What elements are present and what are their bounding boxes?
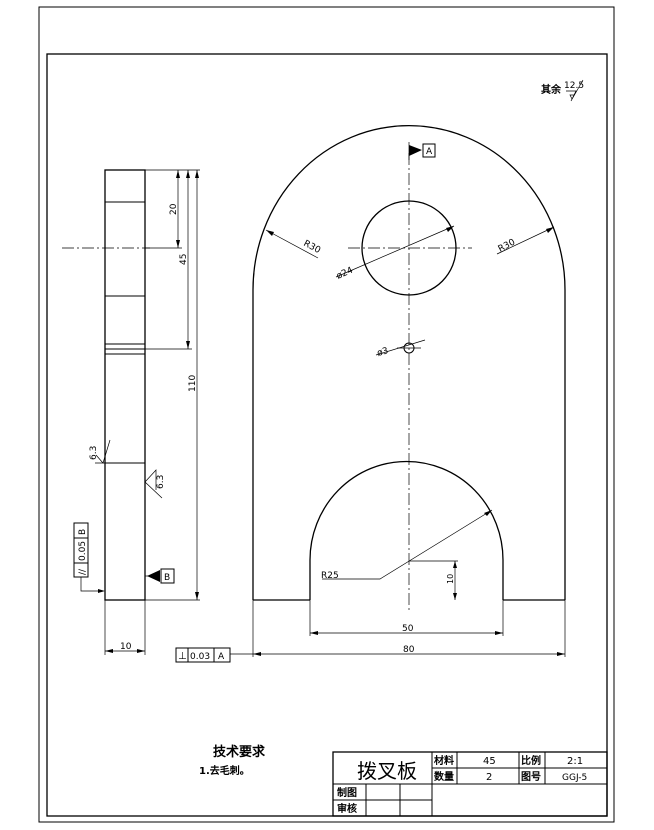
- roughness-other-note: 其余 12.5: [541, 79, 584, 102]
- title-part-name: 拨叉板: [357, 759, 417, 783]
- front-r25-label: R25: [321, 571, 339, 581]
- perpendicularity-frame: ⊥ 0.03 A: [175, 647, 231, 663]
- title-material-value: 45: [483, 756, 496, 767]
- datum-a-letter: A: [426, 147, 433, 157]
- front-slot-profile: [309, 460, 504, 600]
- title-quantity-label: 数量: [434, 770, 454, 783]
- perpendicularity-tolerance: 0.03: [190, 652, 210, 662]
- side-dim-10: 10: [120, 642, 132, 652]
- tech-requirements-title: 技术要求: [213, 744, 266, 760]
- datum-b-triangle-icon: [147, 570, 160, 582]
- front-dim-10: 10: [446, 574, 455, 584]
- roughness-right-icon: [144, 469, 163, 499]
- parallelism-datum: B: [78, 529, 88, 535]
- perpendicularity-datum: A: [218, 652, 225, 662]
- parallelism-tolerance: 0.05: [78, 541, 88, 561]
- roughness-other-value: 12.5: [564, 81, 584, 91]
- title-checked-label: 审核: [337, 802, 357, 815]
- side-view: 20 45 110 10 6.3 6.3 B B 0.05 //: [62, 169, 200, 655]
- title-material-label: 材料: [434, 754, 454, 767]
- roughness-symbol-icon: [566, 79, 584, 102]
- side-dim-45: 45: [179, 254, 189, 265]
- datum-b-letter: B: [164, 573, 170, 583]
- front-dim-80: 80: [403, 645, 415, 655]
- side-dim-110: 110: [188, 375, 198, 392]
- title-quantity-value: 2: [486, 772, 492, 783]
- front-dim-50: 50: [402, 624, 414, 634]
- title-drawn-label: 制图: [337, 786, 357, 799]
- tech-requirements-item-1: 1.去毛刺。: [199, 764, 250, 777]
- front-view: A R30 R30 ø24 ø3 R25 10 50 80: [175, 125, 566, 663]
- datum-a-flag-icon: [409, 145, 422, 156]
- outer-border: [38, 6, 615, 823]
- inner-frame: [46, 53, 608, 817]
- side-roughness-right: 6.3: [156, 475, 166, 489]
- title-drawing-no-label: 图号: [521, 771, 541, 783]
- perpendicularity-symbol: ⊥: [178, 651, 187, 662]
- front-r30-left: R30: [302, 239, 323, 256]
- parallelism-frame: B 0.05 //: [73, 522, 105, 593]
- front-hole-24-label: ø24: [335, 266, 355, 282]
- side-view-body: [104, 169, 146, 601]
- side-roughness-left: 6.3: [89, 446, 99, 460]
- title-block: 拨叉板 材料 45 比例 2:1 数量 2 图号 GGJ-5 制图 审核: [332, 751, 608, 817]
- roughness-left-icon: [95, 439, 115, 464]
- title-scale-label: 比例: [521, 754, 541, 767]
- side-dim-20: 20: [169, 203, 179, 215]
- front-hole-3-label: ø3: [376, 346, 390, 359]
- front-r30-right: R30: [497, 237, 518, 254]
- roughness-other-label: 其余: [541, 83, 562, 96]
- title-drawing-no-value: GGJ-5: [562, 773, 587, 783]
- title-scale-value: 2:1: [567, 756, 583, 767]
- parallelism-symbol: //: [78, 568, 88, 575]
- front-outer-profile: [252, 125, 566, 600]
